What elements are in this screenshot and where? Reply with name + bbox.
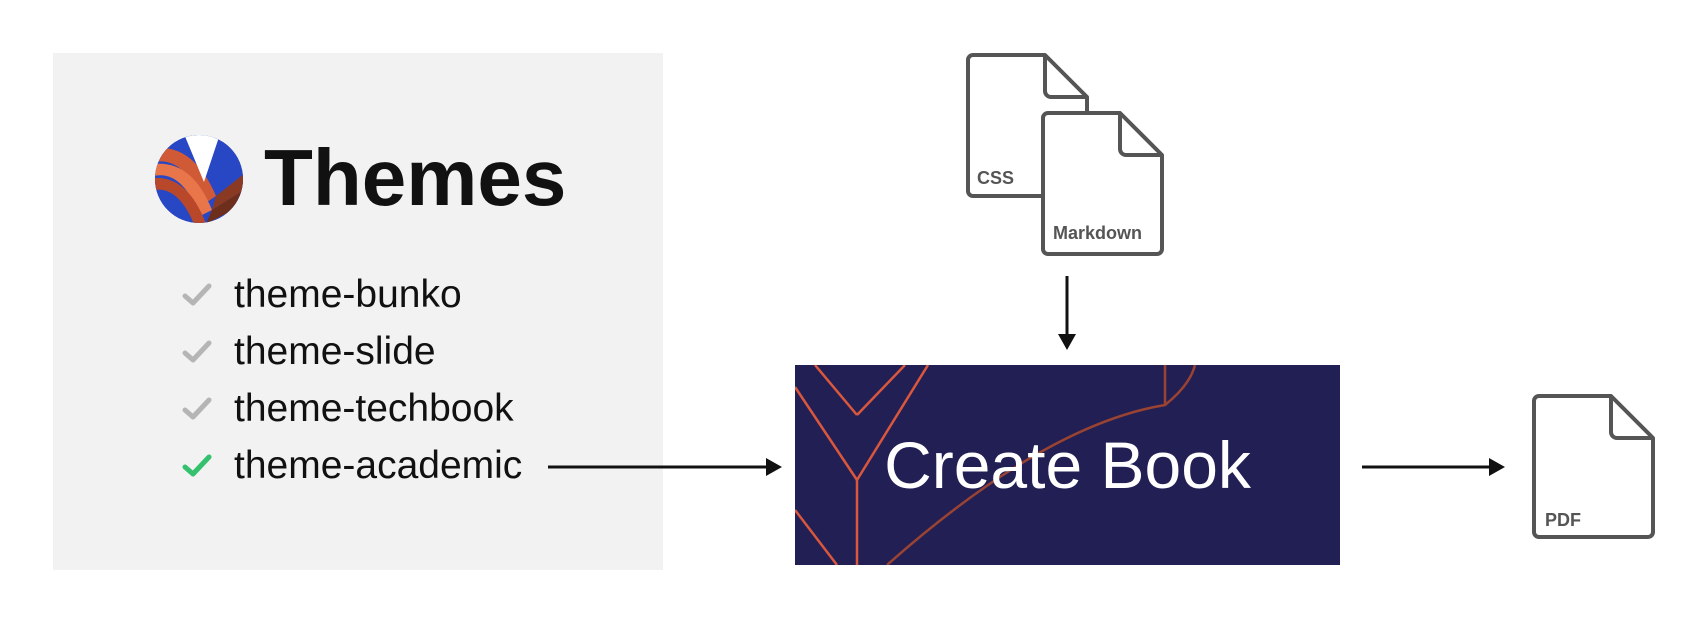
vivliostyle-logo-icon bbox=[155, 135, 243, 223]
theme-label: theme-slide bbox=[234, 330, 436, 373]
css-file-label: CSS bbox=[977, 168, 1015, 188]
check-selected-icon bbox=[182, 454, 212, 477]
check-icon bbox=[182, 340, 212, 363]
pdf-file-icon bbox=[1532, 394, 1655, 539]
theme-label: theme-techbook bbox=[234, 387, 514, 430]
theme-label: theme-bunko bbox=[234, 273, 462, 316]
check-icon bbox=[182, 283, 212, 306]
theme-list-item-selected: theme-academic bbox=[182, 441, 522, 491]
markdown-file-label: Markdown bbox=[1053, 223, 1143, 243]
check-icon bbox=[182, 397, 212, 420]
create-book-label: Create Book bbox=[884, 428, 1251, 502]
theme-label: theme-academic bbox=[234, 444, 523, 487]
themes-panel bbox=[53, 53, 663, 570]
panel-title: Themes bbox=[264, 133, 567, 222]
theme-list-item: theme-bunko bbox=[182, 270, 462, 320]
pdf-file-label: PDF bbox=[1545, 510, 1581, 530]
theme-list-item: theme-techbook bbox=[182, 384, 514, 434]
decorative-lines bbox=[795, 365, 1197, 565]
markdown-file-icon bbox=[1041, 111, 1164, 256]
theme-list-item: theme-slide bbox=[182, 327, 436, 377]
create-book-box: Create Book bbox=[795, 365, 1340, 565]
